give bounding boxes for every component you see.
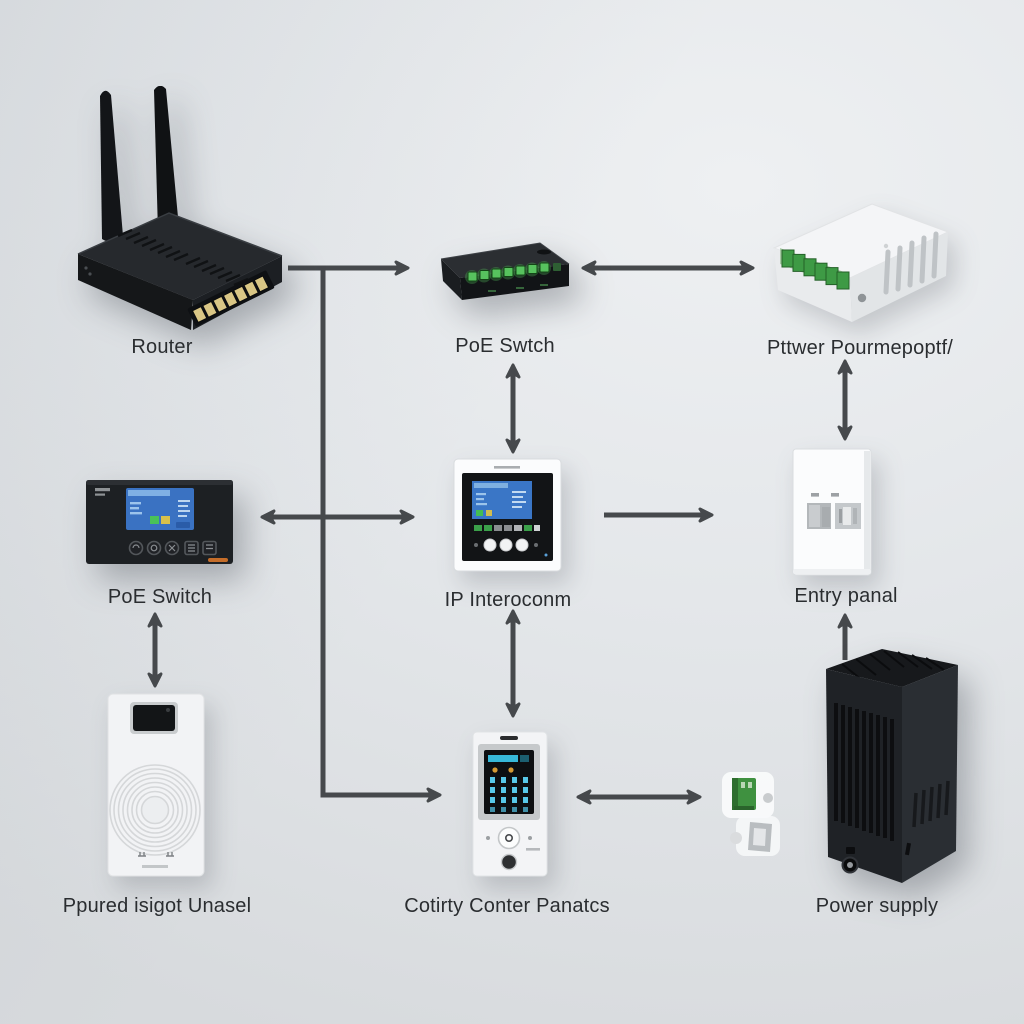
wall-plate-icon [792, 448, 872, 576]
door-station-device [104, 688, 208, 889]
door-speaker-icon [107, 693, 205, 877]
keypad-intercom-icon [472, 731, 548, 877]
poe-power-injector-device [760, 194, 955, 334]
control-panel-icon [86, 480, 233, 564]
router-label: Router [131, 336, 193, 358]
poe-switch-top-label: PoE Swtch [455, 335, 555, 357]
poe-switch-top-device [428, 234, 578, 317]
entry-panel-device [787, 445, 877, 586]
arrow-router-branch-to-keypad [320, 268, 442, 803]
connector-module-device [710, 766, 790, 866]
poe-switch-panel-device [82, 474, 237, 574]
keypad-station-label: Cotirty Conter Panatcs [404, 895, 610, 917]
poe-injector-icon [772, 203, 950, 322]
ip-intercom-label: IP Interoconm [444, 589, 572, 611]
intercom-monitor-icon [453, 458, 562, 572]
ip-intercom-device [450, 453, 565, 583]
poe-switch-panel-label: PoE Switch [107, 586, 213, 608]
wifi-router-icon [77, 85, 283, 330]
terminal-connector-icon [722, 772, 780, 856]
router-device [66, 85, 286, 341]
power-supply-label: Power supply [815, 895, 939, 917]
poe-switch-icon [440, 242, 570, 300]
entry-panel-label: Entry panal [794, 585, 898, 607]
door-station-label: Ppured isigot Unasel [62, 895, 252, 917]
power-tower-icon [826, 649, 958, 883]
power-supply-device [810, 643, 968, 893]
poe-injector-label: Pttwer Pourmepoptf/ [766, 337, 954, 359]
keypad-station-device [468, 726, 552, 887]
